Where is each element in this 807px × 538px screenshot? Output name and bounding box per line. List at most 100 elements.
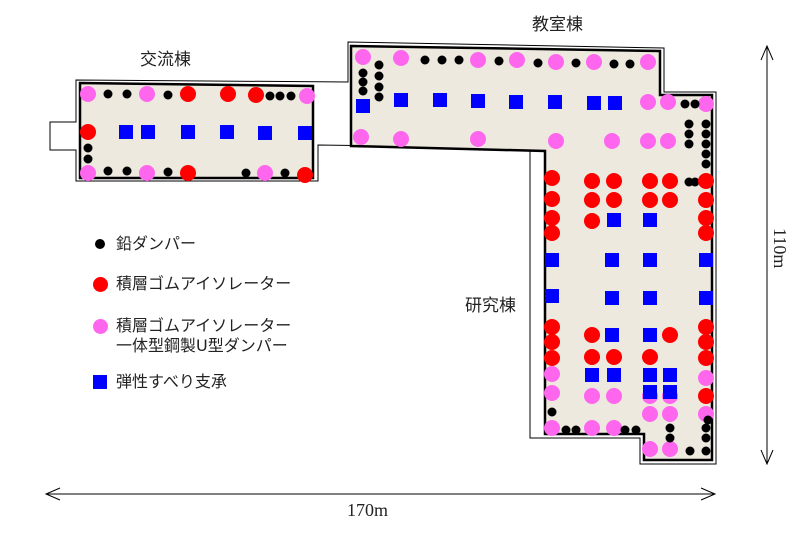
rubber-isolator xyxy=(584,349,600,365)
rubber-isolator-u-damper-symbol xyxy=(92,318,108,334)
lead-damper xyxy=(690,99,700,109)
rubber-isolator xyxy=(544,334,560,350)
rubber-isolator xyxy=(642,349,658,365)
lead-damper xyxy=(122,166,132,176)
rubber-isolator xyxy=(80,124,96,140)
elastic-slide-bearing xyxy=(119,125,133,139)
elastic-slide-bearing xyxy=(509,95,523,109)
rubber-isolator xyxy=(180,86,196,102)
lead-damper xyxy=(701,139,711,149)
lead-damper xyxy=(665,423,675,433)
lead-damper xyxy=(690,177,700,187)
elastic-slide-bearing xyxy=(298,126,312,140)
rubber-isolator-u-damper xyxy=(139,86,155,102)
legend-item-rubber-isolator-u-damper: 積層ゴムアイソレーター 一体型鋼製U型ダンパー xyxy=(92,316,291,356)
elastic-slide-bearing xyxy=(643,291,657,305)
rubber-isolator-u-damper xyxy=(698,96,714,112)
rubber-isolator xyxy=(698,388,714,404)
rubber-isolator xyxy=(642,192,658,208)
lead-damper xyxy=(163,167,173,177)
lead-damper xyxy=(374,71,384,81)
lead-damper xyxy=(83,154,93,164)
rubber-isolator xyxy=(662,327,678,343)
elastic-slide-bearing xyxy=(699,253,713,267)
rubber-isolator-u-damper xyxy=(660,133,676,149)
rubber-isolator xyxy=(544,191,560,207)
legend-item-elastic-slide: 弾性すべり支承 xyxy=(92,372,227,392)
lead-damper xyxy=(703,415,713,425)
lead-damper-symbol xyxy=(95,239,105,249)
rubber-isolator-u-damper xyxy=(353,129,369,145)
elastic-slide-bearing xyxy=(587,96,601,110)
lead-damper xyxy=(561,425,571,435)
lead-damper xyxy=(701,423,711,433)
rubber-isolator-u-damper xyxy=(548,133,564,149)
rubber-isolator xyxy=(297,167,313,183)
lead-damper xyxy=(685,446,695,456)
rubber-isolator-u-damper xyxy=(544,385,560,401)
lead-damper xyxy=(680,99,690,109)
elastic-slide-bearing xyxy=(643,328,657,342)
rubber-isolator-u-damper xyxy=(606,420,622,436)
lead-damper xyxy=(454,55,464,65)
rubber-isolator-u-damper xyxy=(393,50,409,66)
rubber-isolator xyxy=(544,225,560,241)
rubber-isolator-u-damper xyxy=(662,441,678,457)
rubber-isolator-u-damper xyxy=(584,388,600,404)
rubber-isolator xyxy=(544,210,560,226)
rubber-isolator xyxy=(698,173,714,189)
rubber-isolator-u-damper xyxy=(642,406,658,422)
lead-damper xyxy=(701,149,711,159)
rubber-isolator-symbol xyxy=(92,276,108,292)
lead-damper xyxy=(701,119,711,129)
building-footprint xyxy=(78,81,315,180)
lead-damper xyxy=(420,55,430,65)
elastic-slide-bearing xyxy=(643,213,657,227)
rubber-isolator-u-damper xyxy=(509,52,525,68)
elastic-slide-bearing xyxy=(607,368,621,382)
dimension-arrow-width xyxy=(44,487,717,501)
lead-damper xyxy=(533,58,543,68)
rubber-isolator-u-damper xyxy=(257,165,273,181)
rubber-isolator-u-damper xyxy=(698,370,714,386)
lead-damper xyxy=(286,91,296,101)
rubber-isolator xyxy=(642,173,658,189)
lead-damper xyxy=(701,129,711,139)
rubber-isolator-u-damper xyxy=(544,420,560,436)
rubber-isolator-u-damper xyxy=(355,49,371,65)
rubber-isolator-u-damper xyxy=(139,165,155,181)
rubber-isolator xyxy=(698,319,714,335)
rubber-isolator xyxy=(698,225,714,241)
lead-damper xyxy=(275,91,285,101)
elastic-slide-bearing xyxy=(643,385,657,399)
rubber-isolator xyxy=(584,327,600,343)
rubber-isolator-u-damper xyxy=(470,52,486,68)
rubber-isolator-u-damper xyxy=(584,420,600,436)
elastic-slide-bearing xyxy=(699,291,713,305)
legend-item-rubber-isolator: 積層ゴムアイソレーター xyxy=(92,274,291,294)
legend-label: 積層ゴムアイソレーター xyxy=(116,274,292,293)
lead-damper xyxy=(265,91,275,101)
lead-damper xyxy=(437,55,447,65)
lead-damper xyxy=(241,168,251,178)
elastic-slide-bearing xyxy=(220,125,234,139)
rubber-isolator-u-damper xyxy=(640,133,656,149)
rubber-isolator xyxy=(544,350,560,366)
elastic-slide-bearing xyxy=(181,125,195,139)
legend-label: 鉛ダンパー xyxy=(116,234,197,253)
elastic-slide-bearing xyxy=(608,96,622,110)
lead-damper xyxy=(163,90,173,100)
rubber-isolator xyxy=(698,192,714,208)
dimension-label-width: 170m xyxy=(347,500,389,520)
rubber-isolator-u-damper xyxy=(393,131,409,147)
elastic-slide-bearing xyxy=(607,213,621,227)
rubber-isolator-u-damper xyxy=(606,388,622,404)
building-label-koryu: 交流棟 xyxy=(140,50,191,70)
rubber-isolator-u-damper xyxy=(80,165,96,181)
lead-damper xyxy=(665,433,675,443)
lead-damper xyxy=(701,433,711,443)
rubber-isolator xyxy=(180,165,196,181)
elastic-slide-bearing xyxy=(545,253,559,267)
